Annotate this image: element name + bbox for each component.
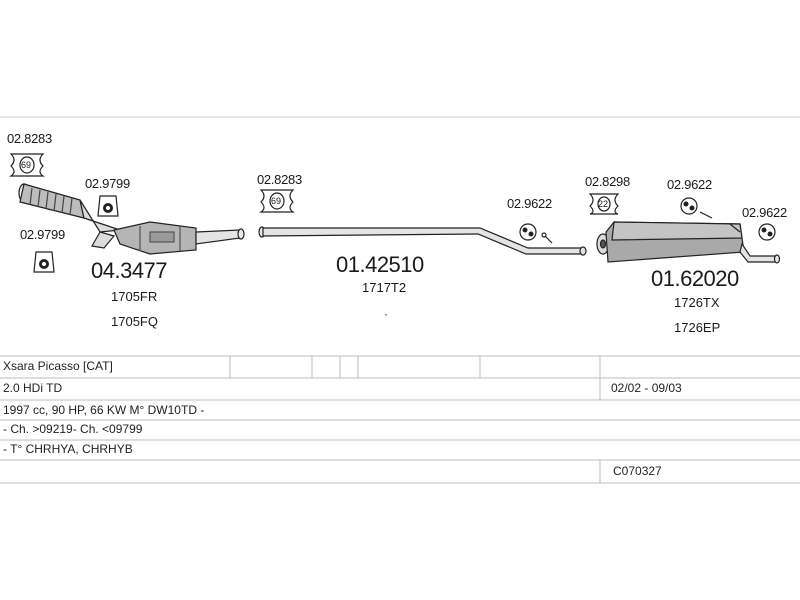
accessory-code: 02.9622 [507,196,552,211]
gasket-icon [9,153,45,177]
gasket-icon [259,189,295,213]
accessory-code: 02.9622 [667,177,712,192]
engine-types: - T° CHRHYA, CHRHYB [3,442,133,456]
rubber-hanger-icon [519,223,537,241]
accessory-code: 02.8283 [7,131,52,146]
accessory-code: 02.8298 [585,174,630,189]
part-code: 04.3477 [91,258,168,283]
part-reference: 1726TX [674,295,720,310]
vehicle-model: Xsara Picasso [CAT] [3,359,113,373]
clamp-icon [33,251,55,273]
production-years: 02/02 - 09/03 [611,381,682,395]
part-reference: 1705FQ [111,314,158,329]
chassis-range: - Ch. >09219- Ch. <09799 [3,422,143,436]
engine-spec: 1997 cc, 90 HP, 66 KW M° DW10TD - [3,403,205,417]
gasket-badge: 69 [271,196,282,206]
info-table-grid [0,355,800,484]
part-reference: 1726EP [674,320,721,335]
engine-name: 2.0 HDi TD [3,381,63,395]
gasket-icon [588,193,620,215]
clamp-icon [97,195,119,217]
part-code: 01.42510 [336,252,424,277]
catalog-number: C070327 [613,464,662,478]
accessory-code: 02.9622 [742,205,787,220]
front-pipe-catalyst [18,183,245,255]
part-code: 01.62020 [651,266,739,291]
accessory-code: 02.8283 [257,172,302,187]
intermediate-pipe [258,226,587,256]
rear-silencer [596,211,781,264]
dot-marker: · [384,307,388,321]
gasket-badge: 69 [21,160,32,170]
accessory-code: 02.9799 [20,227,65,242]
gasket-badge: 22 [598,199,609,209]
accessory-code: 02.9799 [85,176,130,191]
rubber-hanger-icon [680,197,698,215]
part-reference: 1705FR [111,289,158,304]
part-reference: 1717T2 [362,280,407,295]
rubber-hanger-icon [758,223,776,241]
